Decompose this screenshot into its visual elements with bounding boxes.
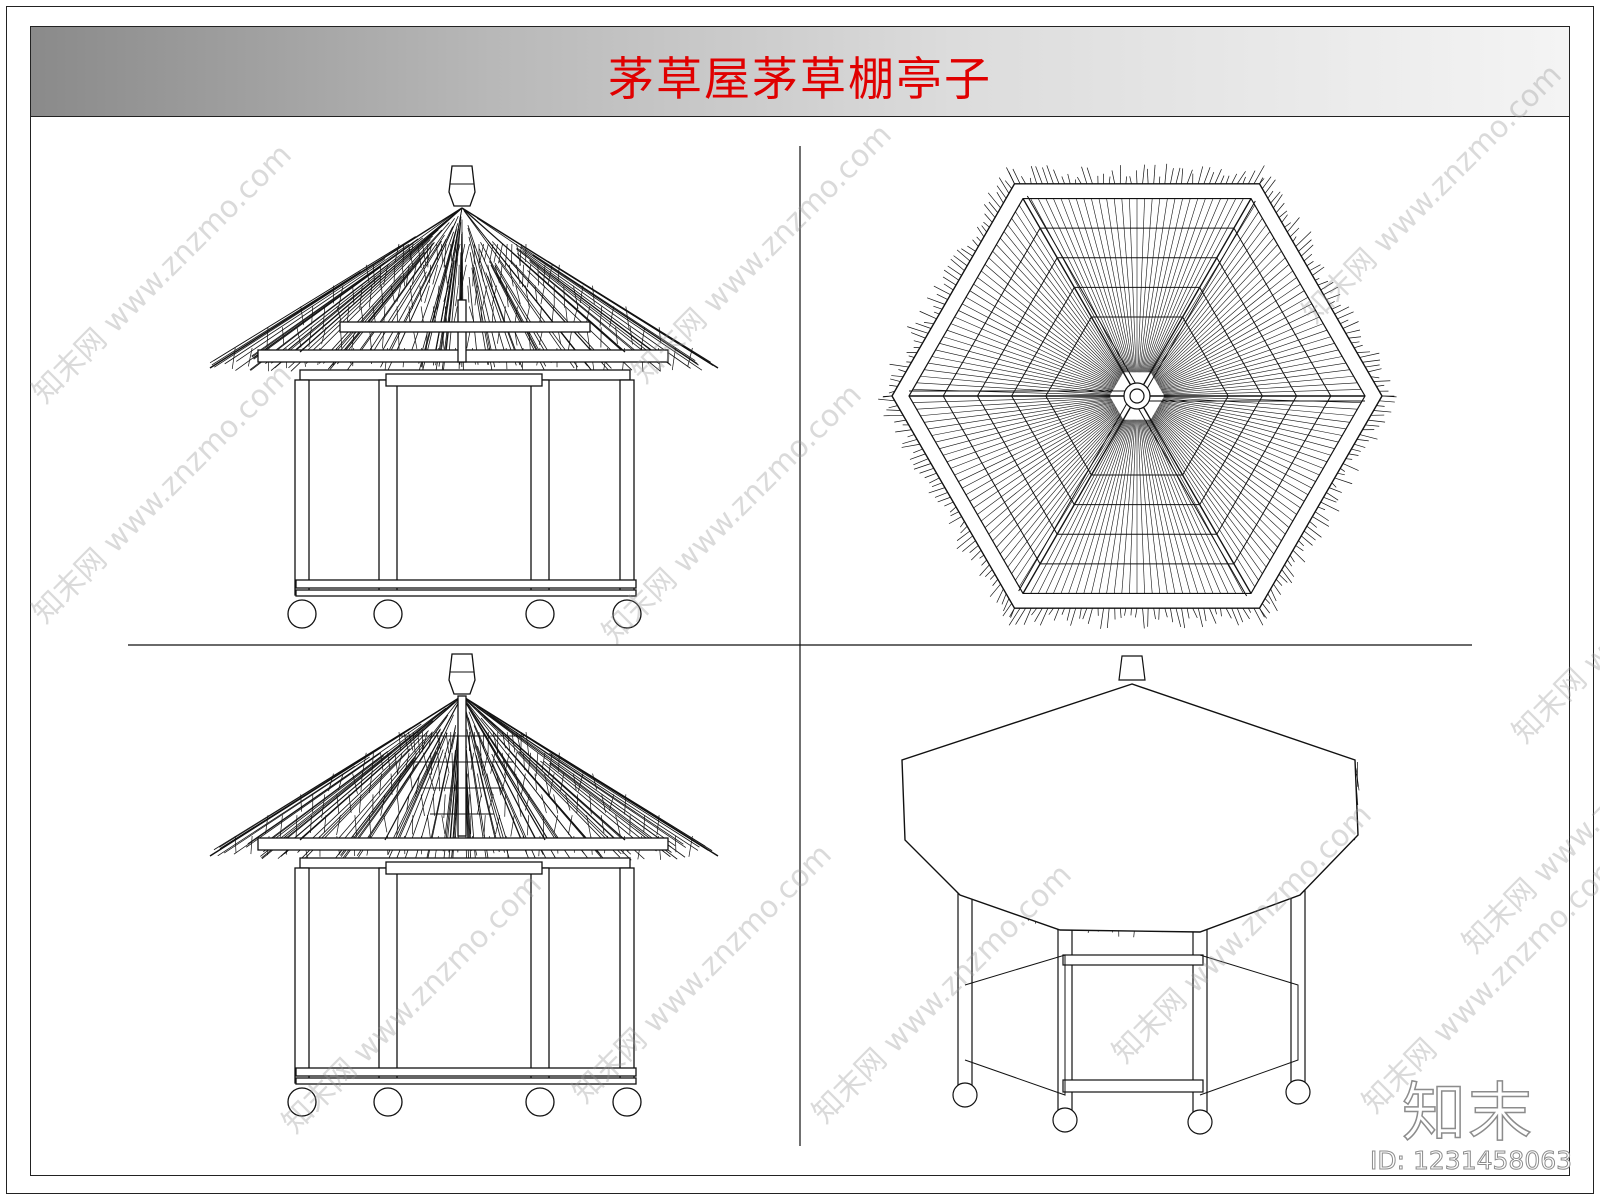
side-beam [1062, 954, 1204, 966]
thatch-strokes [912, 198, 1362, 594]
hip-rafter [1140, 200, 1256, 399]
bottom-rail [1062, 1079, 1204, 1093]
post-base [525, 1087, 555, 1117]
purlin [1233, 395, 1332, 565]
lintel [385, 373, 543, 387]
thatch-fringe [878, 163, 1397, 629]
roof-tie-beam [339, 321, 591, 333]
brand-logo: 知末 [1401, 1076, 1534, 1152]
roof-plan-view [878, 163, 1397, 629]
post-base [612, 599, 642, 629]
sheet-title: 茅草屋茅草棚亭子 [608, 52, 992, 106]
post-base [287, 599, 317, 629]
king-post [457, 695, 467, 837]
hip-rafter [1132, 398, 1248, 597]
purlin [976, 395, 1058, 535]
post-base [373, 599, 403, 629]
post-base [287, 1087, 317, 1117]
purlin [1182, 395, 1229, 476]
hip-rafter [1022, 395, 1138, 594]
purlin [1182, 316, 1229, 397]
lintel [385, 861, 543, 875]
rafter [461, 695, 626, 841]
post-base [952, 1082, 978, 1108]
bottom-rail [295, 1067, 637, 1077]
bottom-rail [964, 954, 1066, 1096]
purlin [942, 395, 1041, 565]
post-base [1285, 1079, 1311, 1105]
purlin [942, 227, 1041, 397]
sheet-frame [30, 26, 1570, 1176]
side-elevation-view [209, 653, 719, 1117]
title-bar: 茅草屋茅草棚亭子 [31, 27, 1569, 117]
purlin [1045, 395, 1092, 476]
bottom-rail [295, 589, 637, 597]
roof-edge-right [461, 695, 719, 857]
roof-finial [448, 653, 476, 695]
bottom-rail [295, 579, 637, 589]
roof-outline [901, 683, 1359, 933]
purlin [1233, 227, 1332, 397]
post-base [373, 1087, 403, 1117]
roof-finial [1118, 655, 1146, 681]
eave-beam [257, 837, 669, 851]
post-base [1187, 1109, 1213, 1135]
purlin [1045, 316, 1092, 397]
rafter [299, 695, 463, 841]
post-base [1052, 1107, 1078, 1133]
post [530, 379, 550, 596]
post [294, 867, 310, 1084]
rafter [461, 207, 626, 353]
post [294, 379, 310, 596]
purlin [1216, 257, 1298, 397]
bottom-rail [295, 1077, 637, 1085]
purlin [1199, 287, 1263, 397]
hip-rafter [1026, 195, 1142, 394]
post-base [525, 599, 555, 629]
rafter [299, 207, 463, 353]
post [378, 379, 398, 596]
purlin [1011, 287, 1075, 397]
hip-rafter [1136, 198, 1252, 397]
post-base [612, 1087, 642, 1117]
rafter [461, 695, 546, 841]
purlin [1216, 395, 1298, 535]
roof-edge-right [461, 207, 719, 369]
drawing-border [6, 6, 1594, 1194]
image-id-label: ID: 1231458063 [1369, 1146, 1573, 1176]
hip-rafter [1136, 395, 1252, 594]
purlin [1199, 395, 1263, 505]
hip-rafter [1018, 393, 1134, 592]
bottom-rail [1199, 954, 1299, 1096]
roof-apex-cap [1129, 388, 1145, 404]
perspective-view [901, 655, 1360, 1135]
purlin [1011, 395, 1075, 505]
roof-edge-left [209, 695, 463, 857]
hip-rafter [1022, 198, 1138, 397]
rafter [384, 695, 463, 841]
post [619, 379, 635, 596]
front-elevation-view [209, 165, 719, 629]
roof-edge-left [209, 207, 463, 369]
purlin [976, 257, 1058, 397]
roof-finial [448, 165, 476, 207]
